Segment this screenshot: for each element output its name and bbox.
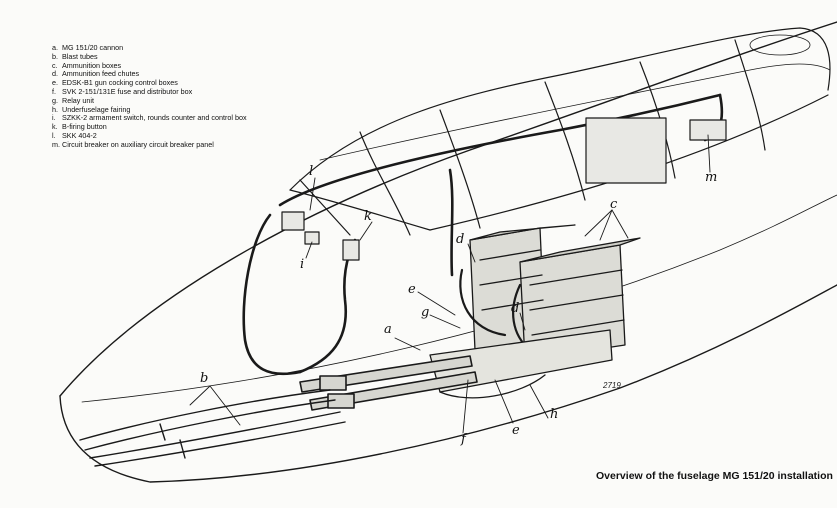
legend-key: d.	[52, 69, 58, 79]
legend-item: m.Circuit breaker on auxiliary circuit b…	[52, 139, 267, 150]
callout-i: i	[300, 257, 305, 272]
callout-b: b	[200, 371, 209, 386]
legend-item: g. Relay unit	[52, 95, 267, 106]
cockpit-control-boxes	[281, 117, 727, 261]
legend-key: i.	[52, 113, 56, 123]
legend-key: h.	[52, 104, 58, 114]
legend-key: m.	[52, 139, 60, 149]
blast-tubes	[79, 389, 346, 467]
callout-a: a	[384, 322, 392, 337]
callout-k: k	[364, 209, 372, 224]
cannon-barrels	[299, 355, 478, 411]
legend-key: a.	[52, 43, 58, 52]
legend-text: SKK 404-2	[62, 130, 97, 140]
legend-text: B-firing button	[62, 122, 107, 132]
legend-text: Ammunition feed chutes	[62, 69, 140, 79]
legend-text: Underfuselage fairing	[62, 104, 131, 114]
callout-f: f	[461, 432, 466, 447]
legend-key: k.	[52, 122, 58, 132]
legend-item: l. SKK 404-2	[52, 130, 267, 141]
legend-item: a. MG 151/20 cannon	[52, 43, 267, 53]
legend-item: k. B-firing button	[52, 122, 267, 132]
legend-item: i. SZKK-2 armament switch, rounds counter…	[52, 114, 267, 123]
legend-key: e.	[52, 78, 58, 88]
callout-e-lower: e	[512, 423, 520, 438]
callout-c: c	[610, 197, 618, 212]
legend-text: EDSK-B1 gun cocking control boxes	[62, 78, 178, 88]
wiring-harness	[242, 93, 724, 376]
legend-text: Circuit breaker on auxiliary circuit bre…	[62, 139, 214, 149]
legend-item: f. SVK 2-151/131E fuse and distributor bo…	[52, 86, 267, 97]
figure-caption: Overview of the fuselage MG 151/20 insta…	[596, 470, 833, 482]
callout-e-upper: e	[408, 282, 416, 297]
canopy-frame	[289, 27, 831, 236]
legend-item: b. Blast tubes	[52, 51, 267, 62]
callout-h: h	[550, 407, 559, 422]
legend-text: MG 151/20 cannon	[62, 43, 124, 52]
callout-d-lower: d	[511, 301, 520, 316]
legend-text: SVK 2-151/131E fuse and distributor box	[62, 86, 193, 96]
legend-key: c.	[52, 60, 58, 70]
callout-l: l	[309, 164, 314, 179]
legend-item: e. EDSK-B1 gun cocking control boxes	[52, 78, 267, 88]
callout-m: m	[705, 170, 718, 185]
legend-text: Ammunition boxes	[62, 60, 122, 70]
legend-item: d. Ammunition feed chutes	[52, 70, 267, 79]
legend-key: b.	[52, 51, 58, 61]
legend-key: g.	[52, 95, 58, 105]
legend-text: Blast tubes	[62, 51, 98, 61]
legend: a. MG 151/20 cannon b. Blast tubes c. Ammunit…	[52, 43, 267, 150]
drawing-number: 2719	[603, 381, 621, 390]
legend-text: SZKK-2 armament switch, rounds counter a…	[62, 113, 247, 123]
legend-text: Relay unit	[62, 95, 94, 105]
callout-g: g	[421, 305, 430, 320]
legend-item: h. Underfuselage fairing	[52, 104, 267, 115]
callout-d-upper: d	[456, 232, 465, 247]
legend-key: f.	[52, 86, 56, 96]
leader-lines	[189, 134, 711, 434]
legend-item: c. Ammunition boxes	[52, 60, 267, 71]
legend-key: l.	[52, 130, 56, 140]
